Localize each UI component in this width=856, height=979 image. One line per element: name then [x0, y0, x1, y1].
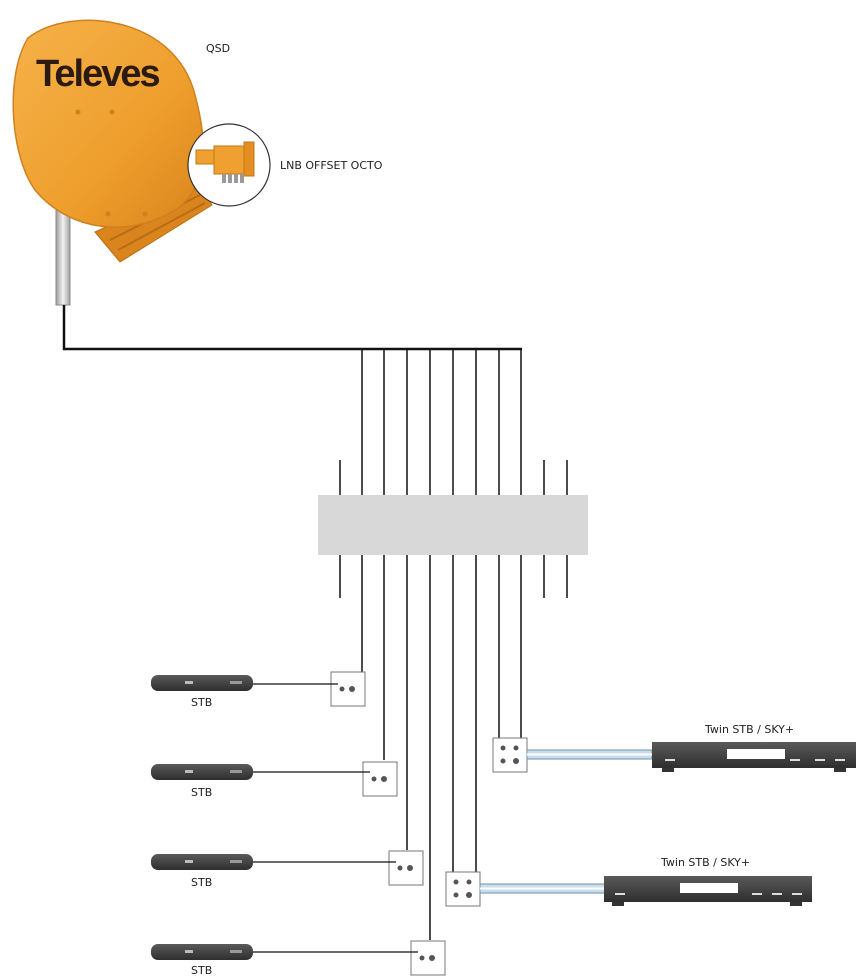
- stb-device: [151, 854, 253, 870]
- wall-socket: [362, 761, 398, 797]
- dish-screw: [142, 211, 148, 217]
- stb-label: STB: [191, 964, 213, 977]
- receiver-cables: [252, 683, 418, 953]
- dish-screw: [75, 109, 81, 115]
- trunk-lines: [361, 349, 522, 495]
- dish-screw: [109, 109, 115, 115]
- twin-stb-device: [604, 876, 812, 906]
- twin-stb-label: Twin STB / SKY+: [661, 856, 751, 869]
- output-cables: [361, 555, 522, 940]
- twin-wall-socket: [492, 737, 528, 773]
- mast: [55, 204, 71, 306]
- stb-label: STB: [191, 786, 213, 799]
- multiswitch: [318, 495, 588, 555]
- dish: [12, 19, 204, 228]
- stb-device: [151, 944, 253, 960]
- lnb-icon: [195, 141, 255, 183]
- dish-model-label: QSD: [206, 42, 231, 55]
- lnb-label: LNB OFFSET OCTO: [280, 159, 383, 172]
- twin-stb-label: Twin STB / SKY+: [705, 723, 795, 736]
- stb-device: [151, 675, 253, 691]
- wall-socket: [410, 940, 446, 976]
- stb-label: STB: [191, 696, 213, 709]
- wall-socket: [330, 671, 366, 707]
- dish-screw: [105, 211, 111, 217]
- dish-brand-logo: Televes: [36, 53, 159, 95]
- feed-cable: [62, 305, 522, 351]
- unused-input-stubs: [339, 460, 568, 495]
- stb-label: STB: [191, 876, 213, 889]
- stb-device: [151, 764, 253, 780]
- twin-wall-socket: [445, 871, 481, 907]
- unused-output-stubs: [339, 555, 568, 598]
- wall-socket: [388, 850, 424, 886]
- twin-stb-device: [652, 742, 856, 772]
